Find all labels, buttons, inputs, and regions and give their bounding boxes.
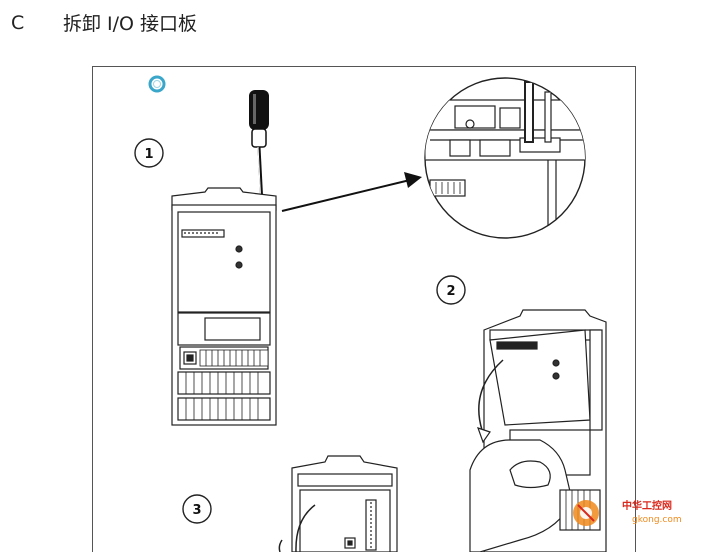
gkong-watermark: 中华工控网 gkong.com <box>573 499 682 526</box>
section-title: 拆卸 I/O 接口板 <box>63 13 198 35</box>
zoom-detail <box>424 77 586 239</box>
step-1-badge <box>134 138 164 168</box>
step-2-label: 2 <box>446 284 455 299</box>
section-letter: C <box>11 11 25 34</box>
ring-marker-icon <box>148 75 166 93</box>
inverter-front-view <box>171 187 277 426</box>
step-2-badge <box>436 275 466 305</box>
inverter-board-removed-view <box>278 455 398 552</box>
section-heading: C 拆卸 I/O 接口板 <box>11 9 197 36</box>
screwdriver-icon <box>249 90 269 206</box>
watermark-line-1: 中华工控网 <box>622 499 672 512</box>
watermark-line-2: gkong.com <box>632 515 682 525</box>
step-3-badge <box>182 494 212 524</box>
step-3-group: 3 <box>182 455 398 552</box>
zoom-arrow <box>281 179 411 212</box>
step-1-group: 1 <box>134 90 422 426</box>
step-3-label: 3 <box>192 503 201 518</box>
step-1-label: 1 <box>144 147 153 162</box>
